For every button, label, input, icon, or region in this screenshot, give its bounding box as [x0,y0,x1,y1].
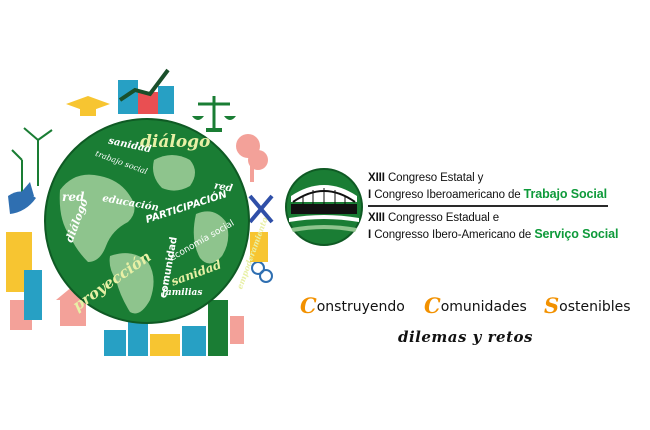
wind-turbine-icon [11,127,53,192]
buildings-left-icon [6,232,42,330]
graduation-cap-icon [66,96,110,116]
title-divider [368,205,608,207]
slogan-word-comunidades: Comunidades [424,293,527,318]
globe-graphic [6,68,274,356]
tree-icon [236,134,268,182]
word-familias: familias [162,288,203,298]
rings-icon [251,261,273,283]
title-line-1: XIII Congreso Estatal y [368,172,484,184]
title-line-3: XIII Congresso Estadual e [368,212,500,224]
buildings-bottom-icon [104,300,244,356]
word-red-left: red [62,190,85,204]
globe-illustration: diálogo sanidad trabajo social red diálo… [0,0,290,430]
word-dialogo-top: diálogo [140,132,211,152]
congress-logo [285,168,363,246]
skyline-icon [291,204,357,214]
houses-icon [56,232,268,326]
africa-shape [193,211,229,264]
europe-shape [153,155,195,191]
slogan-word-construyendo: Construyendo [300,293,405,318]
slogan-word-sostenibles: Sostenibles [544,293,631,318]
subtitle: dilemas y retos [398,328,533,346]
title-line-4: I Congresso Ibero-Americano de Serviço S… [368,227,619,241]
factory-icon [118,68,174,114]
globe-ocean [45,119,249,323]
dove-icon [8,182,36,214]
south-america-shape [109,253,154,314]
scales-icon [192,96,236,132]
fork-knife-icon [248,194,274,224]
north-america-shape [59,174,135,262]
title-line-2: I Congreso Iberoamericano de Trabajo Soc… [368,187,608,201]
congress-title: XIII Congreso Estatal y I Congreso Ibero… [368,170,618,243]
